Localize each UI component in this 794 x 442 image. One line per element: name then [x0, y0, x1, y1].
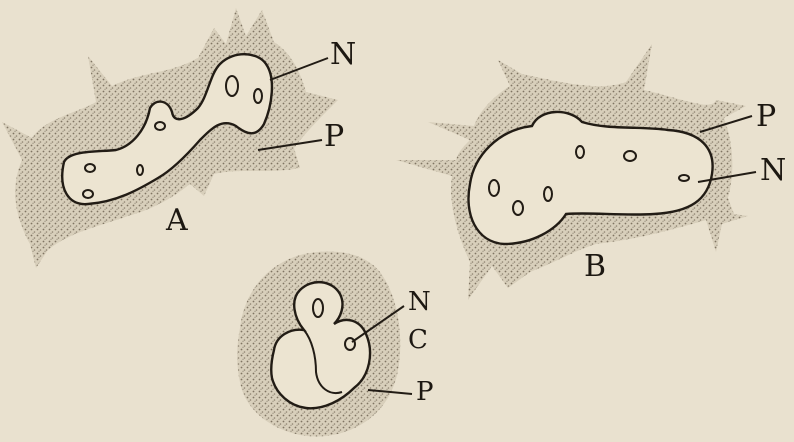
- cell-a-nucleolus: [83, 190, 93, 198]
- cell-a-label: A: [165, 203, 188, 238]
- cell-b-label: B: [584, 249, 606, 284]
- protoplasm-label: P: [756, 99, 776, 134]
- cell-a-nucleolus: [254, 89, 262, 103]
- cell-a-nucleolus: [155, 122, 165, 130]
- cell-b-nucleolus: [679, 175, 689, 181]
- cell-b-nucleolus: [544, 187, 552, 201]
- cell-a-nucleolus: [226, 76, 238, 96]
- nucleus-label: N: [330, 37, 356, 72]
- cell-b-nucleolus: [576, 146, 584, 158]
- cell-a-nucleolus: [85, 164, 95, 172]
- protoplasm-label: P: [416, 377, 434, 407]
- nucleus-label: N: [760, 153, 786, 188]
- cell-c-label: C: [408, 325, 428, 355]
- cell-c-nucleolus: [313, 299, 323, 317]
- cell-b-nucleolus: [624, 151, 636, 161]
- cell-b-nucleolus: [513, 201, 523, 215]
- cell-b-nucleolus: [489, 180, 499, 196]
- nucleus-label: N: [408, 287, 431, 317]
- cell-a-nucleolus: [137, 165, 143, 175]
- protoplasm-label: P: [324, 119, 344, 154]
